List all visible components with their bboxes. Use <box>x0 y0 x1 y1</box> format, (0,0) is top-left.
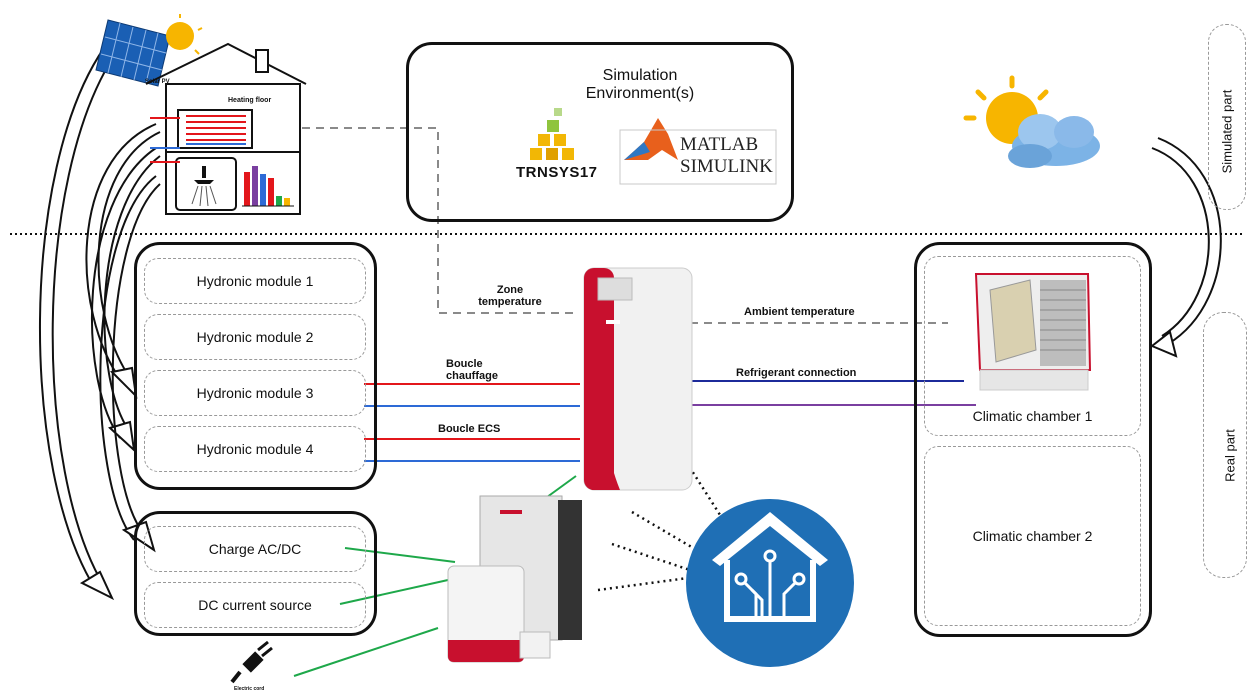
climatic-chambers-box <box>914 242 1152 637</box>
dc-source-power-line <box>339 579 449 605</box>
hydronic-module-3: Hydronic module 3 <box>144 370 366 416</box>
hydronic-module-1: Hydronic module 1 <box>144 258 366 304</box>
heat-pump-unit-icon <box>583 267 693 491</box>
simulation-title-line2: Environment(s) <box>585 85 695 102</box>
climatic-chamber-1-label: Climatic chamber 1 <box>972 408 1093 424</box>
house-bar-chart-icon <box>242 166 294 207</box>
smart-home-icon <box>686 499 854 667</box>
matlab-logo-text: MATLAB SIMULINK <box>680 134 773 178</box>
simulation-title-line1: Simulation <box>602 67 678 84</box>
simulated-part-label: Simulated part <box>1219 89 1235 174</box>
weather-sun-cloud-icon <box>963 75 1100 168</box>
matlab-logo-line1: MATLAB <box>680 134 759 155</box>
inverter-comm-line <box>611 542 691 572</box>
heating-floor-label: Heating floor <box>228 97 272 104</box>
electric-cord-label: Electric cord <box>234 686 265 692</box>
real-part-frame <box>1203 312 1247 578</box>
simulation-environment-box <box>406 42 794 222</box>
dc-current-source-module: DC current source <box>144 582 366 628</box>
charge-acdc-module: Charge AC/DC <box>144 526 366 572</box>
power-modules-box <box>134 511 377 636</box>
boucle-chauffage-line2: chauffage <box>446 370 498 382</box>
battery-comm-line <box>631 510 701 554</box>
zone-temperature-label: Zone temperature <box>470 284 550 308</box>
trnsys-logo-text: TRNSYS17 <box>516 164 598 181</box>
simulated-part-frame <box>1208 24 1246 210</box>
trnsys-logo-icon <box>530 108 574 160</box>
hydronic-module-4: Hydronic module 4 <box>144 426 366 472</box>
hydronic-modules-box <box>134 242 377 490</box>
matlab-logo-icon <box>619 118 777 185</box>
boucle-chauffage-label: Boucle chauffage <box>446 358 498 382</box>
refrigerant-connection-label: Refrigerant connection <box>736 367 857 379</box>
climatic-chamber-2: Climatic chamber 2 <box>924 446 1141 626</box>
real-part-label: Real part <box>1222 429 1238 482</box>
zone-temperature-line1: Zone <box>496 284 524 296</box>
hydronic-module-2: Hydronic module 2 <box>144 314 366 360</box>
boucle-ecs-label: Boucle ECS <box>438 423 501 435</box>
left-feedback-arrows <box>38 47 161 601</box>
boucle-chauffage-line1: Boucle <box>446 358 483 370</box>
heating-floor-coil <box>186 115 246 145</box>
solar-pv-label: Solar PV <box>145 79 170 85</box>
meter-comm-line <box>597 576 689 592</box>
solar-panel-icon <box>95 14 203 87</box>
charge-power-line <box>344 547 456 563</box>
climatic-chamber-1-panel <box>924 256 1141 436</box>
ambient-temperature-label: Ambient temperature <box>744 306 855 318</box>
grid-power-line <box>293 627 439 677</box>
matlab-logo-line2: SIMULINK <box>680 156 773 177</box>
electric-plug-icon <box>230 640 273 684</box>
zone-temperature-line2: temperature <box>478 296 542 308</box>
shower-icon <box>191 166 217 207</box>
battery-inverter-icon <box>447 495 582 663</box>
climatic-chamber-unit-icon <box>974 273 1092 391</box>
simulation-title: Simulation Environment(s) <box>560 67 720 103</box>
right-weather-arrow <box>1150 137 1222 358</box>
